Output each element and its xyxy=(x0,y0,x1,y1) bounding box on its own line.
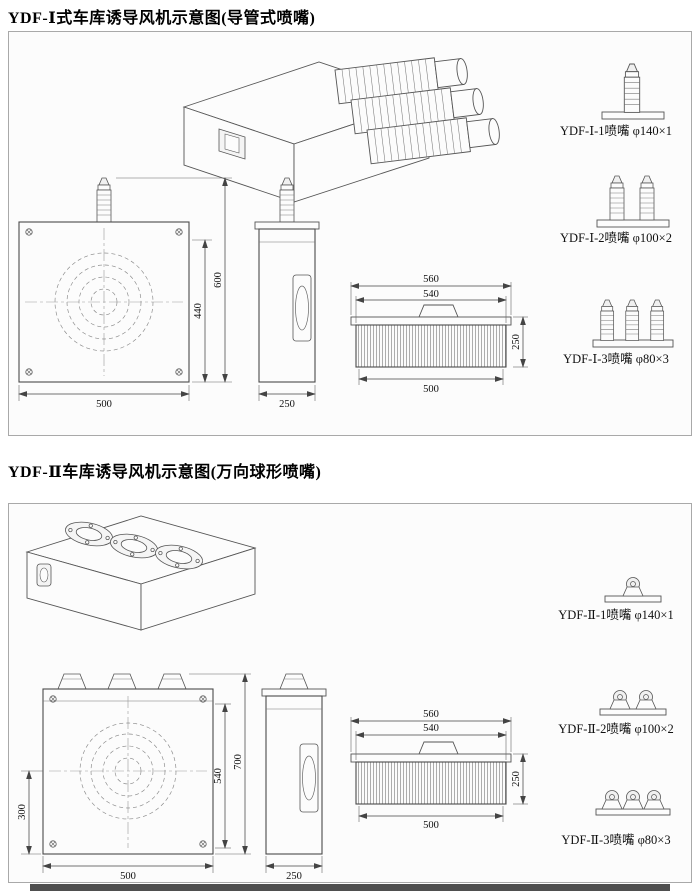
dim-grille-width: 500 xyxy=(423,820,439,831)
duct-nozzle-icon xyxy=(96,177,112,223)
ball-nozzle-icon xyxy=(609,690,631,710)
nozzle-label-1: YDF-Ⅰ-1喷嘴 φ140×1 xyxy=(560,124,672,138)
page-bottom-bar xyxy=(30,884,670,891)
dim-grille-width: 500 xyxy=(423,384,439,395)
ball-nozzle-icon xyxy=(107,673,137,690)
ydf1-drawing: 440 600 500 250 xyxy=(18,53,674,410)
nozzle-label-3: YDF-Ⅰ-3喷嘴 φ80×3 xyxy=(563,352,669,366)
dim-front-width: 500 xyxy=(120,871,136,882)
dim-side-depth: 250 xyxy=(279,399,295,410)
section2-panel: 300 540 700 500 250 xyxy=(8,503,692,883)
dim-top-outer-width: 560 xyxy=(423,709,439,720)
section1-title: YDF-Ⅰ式车库诱导风机示意图(导管式喷嘴) xyxy=(8,10,316,27)
dim-inner-height: 540 xyxy=(213,768,224,784)
ball-nozzle-icon xyxy=(57,673,87,690)
side-view-ydf2 xyxy=(261,673,327,855)
nozzle-option-1: YDF-Ⅱ-1喷嘴 φ140×1 xyxy=(558,577,674,622)
nozzle-option-3: YDF-Ⅰ-3喷嘴 φ80×3 xyxy=(563,299,674,366)
nozzle-label-2: YDF-Ⅱ-2喷嘴 φ100×2 xyxy=(558,722,673,736)
grille xyxy=(355,761,507,805)
nozzle-label-1: YDF-Ⅱ-1喷嘴 φ140×1 xyxy=(558,608,673,622)
dimensions-front-ydf1: 440 600 500 xyxy=(18,177,232,410)
top-view-ydf1 xyxy=(350,304,512,368)
duct-nozzle-icon xyxy=(639,175,655,221)
isometric-view-ydf1 xyxy=(182,53,502,203)
dim-top-inner-width: 540 xyxy=(423,723,439,734)
ball-nozzle-icon xyxy=(157,673,187,690)
nozzle-option-3: YDF-Ⅱ-3喷嘴 φ80×3 xyxy=(561,790,671,847)
dimensions-side-ydf2: 250 xyxy=(265,856,323,882)
ball-nozzle-ring xyxy=(110,533,158,559)
ball-nozzle-ring xyxy=(65,521,113,547)
ball-nozzle-ring xyxy=(155,544,203,570)
nozzle-option-2: YDF-Ⅰ-2喷嘴 φ100×2 xyxy=(560,175,672,245)
duct-nozzle-icon xyxy=(609,175,625,221)
side-view-ydf1 xyxy=(254,177,320,383)
top-view-ydf2 xyxy=(350,741,512,805)
dim-top-depth: 250 xyxy=(511,334,522,350)
nozzle-label-2: YDF-Ⅰ-2喷嘴 φ100×2 xyxy=(560,231,672,245)
dim-top-depth: 250 xyxy=(511,771,522,787)
dimensions-front-ydf2: 300 540 700 500 xyxy=(17,673,251,882)
isometric-view-ydf2 xyxy=(25,515,257,631)
dim-top-outer-width: 560 xyxy=(423,274,439,285)
nozzle-label-3: YDF-Ⅱ-3喷嘴 φ80×3 xyxy=(561,833,670,847)
section2-title: YDF-Ⅱ车库诱导风机示意图(万向球形喷嘴) xyxy=(8,464,322,481)
duct-nozzle-icon xyxy=(625,299,640,341)
dim-top-inner-width: 540 xyxy=(423,289,439,300)
dim-total-height: 600 xyxy=(213,272,224,288)
grille xyxy=(355,324,507,368)
duct-nozzle-icon xyxy=(650,299,665,341)
dim-front-width: 500 xyxy=(96,399,112,410)
duct-nozzle-icon xyxy=(623,63,641,113)
ydf2-drawing: 300 540 700 500 250 xyxy=(17,515,674,882)
duct-nozzle-icon xyxy=(600,299,615,341)
nozzle-option-2: YDF-Ⅱ-2喷嘴 φ100×2 xyxy=(558,690,674,736)
front-view-ydf2 xyxy=(42,673,214,855)
flange xyxy=(418,304,459,318)
flange xyxy=(418,741,459,755)
ball-nozzle-icon xyxy=(279,673,309,690)
dimensions-top-ydf1: 560 540 250 500 xyxy=(350,274,528,395)
dimensions-top-ydf2: 560 540 250 500 xyxy=(350,709,528,831)
ball-nozzle-icon xyxy=(622,577,644,597)
section1-panel: 440 600 500 250 xyxy=(8,31,692,436)
dim-total-height: 700 xyxy=(233,754,244,770)
ball-nozzle-icon xyxy=(635,690,657,710)
dim-bottom-height: 300 xyxy=(17,804,28,820)
ball-nozzle-icon xyxy=(643,790,665,810)
front-view-ydf1 xyxy=(18,177,190,383)
dimensions-side-ydf1: 250 xyxy=(258,385,316,410)
ball-nozzle-icon xyxy=(622,790,644,810)
dim-side-depth: 250 xyxy=(286,871,302,882)
nozzle-option-1: YDF-Ⅰ-1喷嘴 φ140×1 xyxy=(560,63,672,138)
duct-nozzle-icon xyxy=(279,177,295,223)
dim-inner-height: 440 xyxy=(193,303,204,319)
ball-nozzle-icon xyxy=(601,790,623,810)
